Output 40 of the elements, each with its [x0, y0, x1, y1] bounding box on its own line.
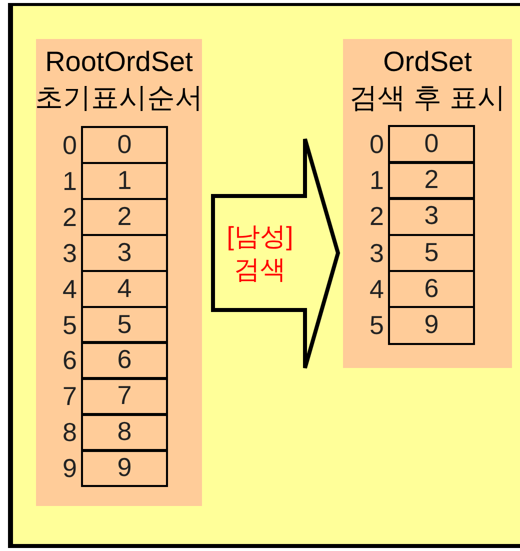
- row-index: 0: [368, 128, 384, 161]
- row-index: 6: [62, 344, 77, 378]
- row-index: 2: [62, 200, 77, 234]
- row-index: 5: [62, 308, 77, 342]
- panel-background: [343, 39, 512, 368]
- row-index: 1: [62, 164, 77, 198]
- table-cell: 5: [81, 306, 168, 344]
- panel-background: [36, 39, 202, 506]
- table-cell: 4: [81, 270, 168, 308]
- table-cell: 9: [81, 449, 168, 488]
- table-cell: 7: [81, 377, 168, 416]
- row-index: 9: [62, 452, 77, 485]
- row-index: 7: [62, 380, 77, 414]
- row-index: 0: [62, 129, 77, 162]
- panel-heading: 초기표시순서: [34, 81, 204, 115]
- arrow-label: [남성] 검색: [226, 220, 294, 286]
- row-index: 4: [62, 272, 77, 306]
- table-cell: 8: [81, 413, 168, 452]
- row-index: 8: [62, 416, 77, 450]
- panel-heading: 검색 후 표시: [348, 81, 506, 115]
- panel-heading: RootOrdSet: [44, 45, 194, 79]
- table-cell: 0: [81, 126, 168, 164]
- row-index: 1: [368, 164, 384, 198]
- block-arrow: [211, 137, 341, 370]
- row-index: 3: [62, 236, 77, 270]
- panel-heading: OrdSet: [382, 45, 473, 79]
- table-cell: 3: [388, 197, 475, 236]
- table-cell: 6: [81, 341, 168, 380]
- table-cell: 6: [388, 270, 475, 308]
- table-cell: 1: [81, 162, 168, 200]
- table-cell: 2: [81, 198, 168, 236]
- row-index: 2: [368, 200, 384, 234]
- table-cell: 9: [388, 306, 475, 345]
- table-cell: 2: [388, 161, 475, 200]
- row-index: 3: [368, 236, 384, 270]
- table-cell: 0: [388, 125, 475, 164]
- row-index: 5: [368, 309, 384, 342]
- row-index: 4: [368, 272, 384, 306]
- table-cell: 5: [388, 234, 475, 272]
- table-cell: 3: [81, 234, 168, 272]
